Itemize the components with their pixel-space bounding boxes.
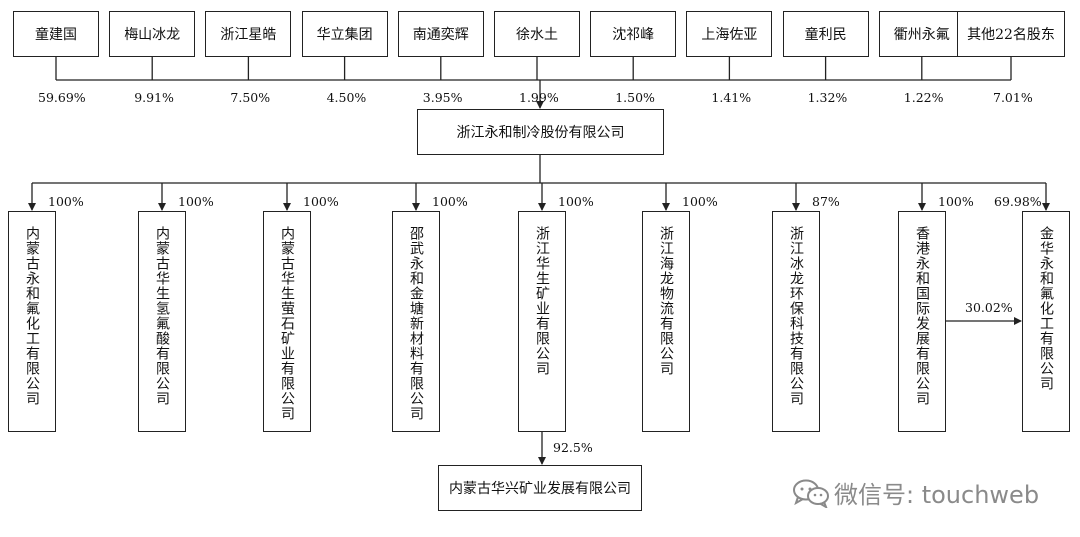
shareholder-pct: 1.41% [711,90,752,105]
subsidiary-pct: 69.98% [994,194,1042,209]
shareholder-pct: 7.01% [993,90,1033,105]
subsidiary-box: 内蒙古华生萤石矿业有限公司 [263,211,311,432]
subsidiary-box: 浙江冰龙环保科技有限公司 [772,211,820,432]
shareholder-box: 其他22名股东 [957,11,1065,57]
shareholder-box: 华立集团 [301,11,388,57]
shareholder-name: 华立集团 [316,27,373,43]
subsidiary-name: 内蒙古永和氟化工有限公司 [24,226,40,406]
subsidiary-name: 内蒙古华生萤石矿业有限公司 [279,226,295,421]
subsidiary-name: 香港永和国际发展有限公司 [914,226,930,406]
shareholder-name: 衢州永氟 [893,27,950,43]
shareholder-box: 南通奕辉 [397,11,484,57]
subsidiary-box: 内蒙古永和氟化工有限公司 [8,211,56,432]
shareholder-name: 上海佐亚 [701,27,758,43]
subsidiary-name: 内蒙古华生氢氟酸有限公司 [154,226,170,406]
subsidiary-pct: 100% [682,194,718,209]
shareholder-name: 其他22名股东 [967,27,1055,43]
shareholder-name: 浙江星皓 [220,27,277,43]
subsidiary-box: 金华永和氟化工有限公司 [1022,211,1070,432]
shareholder-box: 童建国 [13,11,99,57]
subsidiary-name: 浙江冰龙环保科技有限公司 [788,226,804,406]
subsidiary-box: 邵武永和金塘新材料有限公司 [392,211,440,432]
shareholder-name: 童建国 [35,27,77,43]
shareholder-box: 梅山冰龙 [109,11,196,57]
subsidiary-box: 浙江华生矿业有限公司 [518,211,566,432]
company-name: 浙江永和制冷股份有限公司 [456,125,625,141]
subsidiary-name: 浙江华生矿业有限公司 [534,226,550,376]
subsidiary-pct: 100% [303,194,339,209]
shareholder-pct: 59.69% [38,90,86,105]
subsidiary-pct: 87% [812,194,840,209]
watermark-text: 微信号: touchweb [834,481,1040,509]
shareholder-pct: 1.22% [903,90,944,105]
cross-holding-pct: 30.02% [965,300,1013,315]
shareholder-box: 上海佐亚 [686,11,773,57]
grandchild-pct: 92.5% [553,440,593,455]
shareholder-box: 沈祁峰 [590,11,677,57]
shareholder-name: 徐水土 [516,27,558,43]
shareholder-pct: 3.95% [422,90,463,105]
shareholder-name: 童利民 [804,27,847,43]
watermark: 微信号: touchweb [792,475,1039,510]
shareholder-name: 沈祁峰 [612,27,655,43]
subsidiary-box: 内蒙古华生氢氟酸有限公司 [138,211,186,432]
shareholder-box: 徐水土 [494,11,580,57]
subsidiary-pct: 100% [48,194,84,209]
shareholder-pct: 9.91% [134,90,174,105]
shareholder-box: 衢州永氟 [878,11,965,57]
subsidiary-pct: 100% [938,194,974,209]
grandchild-name: 内蒙古华兴矿业发展有限公司 [449,481,631,497]
shareholder-pct: 1.99% [519,90,559,105]
subsidiary-pct: 100% [558,194,594,209]
shareholder-name: 南通奕辉 [412,27,469,43]
subsidiary-box: 香港永和国际发展有限公司 [898,211,946,432]
shareholder-box: 浙江星皓 [205,11,292,57]
shareholder-name: 梅山冰龙 [124,27,181,43]
subsidiary-name: 金华永和氟化工有限公司 [1038,226,1054,391]
subsidiary-name: 浙江海龙物流有限公司 [658,226,674,376]
shareholder-pct: 7.50% [230,90,271,105]
company-box: 浙江永和制冷股份有限公司 [417,109,664,155]
shareholder-pct: 1.32% [807,90,848,105]
shareholder-box: 童利民 [782,11,869,57]
subsidiary-name: 邵武永和金塘新材料有限公司 [408,226,424,421]
shareholder-pct: 4.50% [326,90,367,105]
subsidiary-pct: 100% [178,194,214,209]
wechat-icon [793,479,829,508]
subsidiary-box: 浙江海龙物流有限公司 [642,211,690,432]
subsidiary-pct: 100% [432,194,468,209]
shareholder-pct: 1.50% [615,90,655,105]
grandchild-box: 内蒙古华兴矿业发展有限公司 [438,465,642,511]
